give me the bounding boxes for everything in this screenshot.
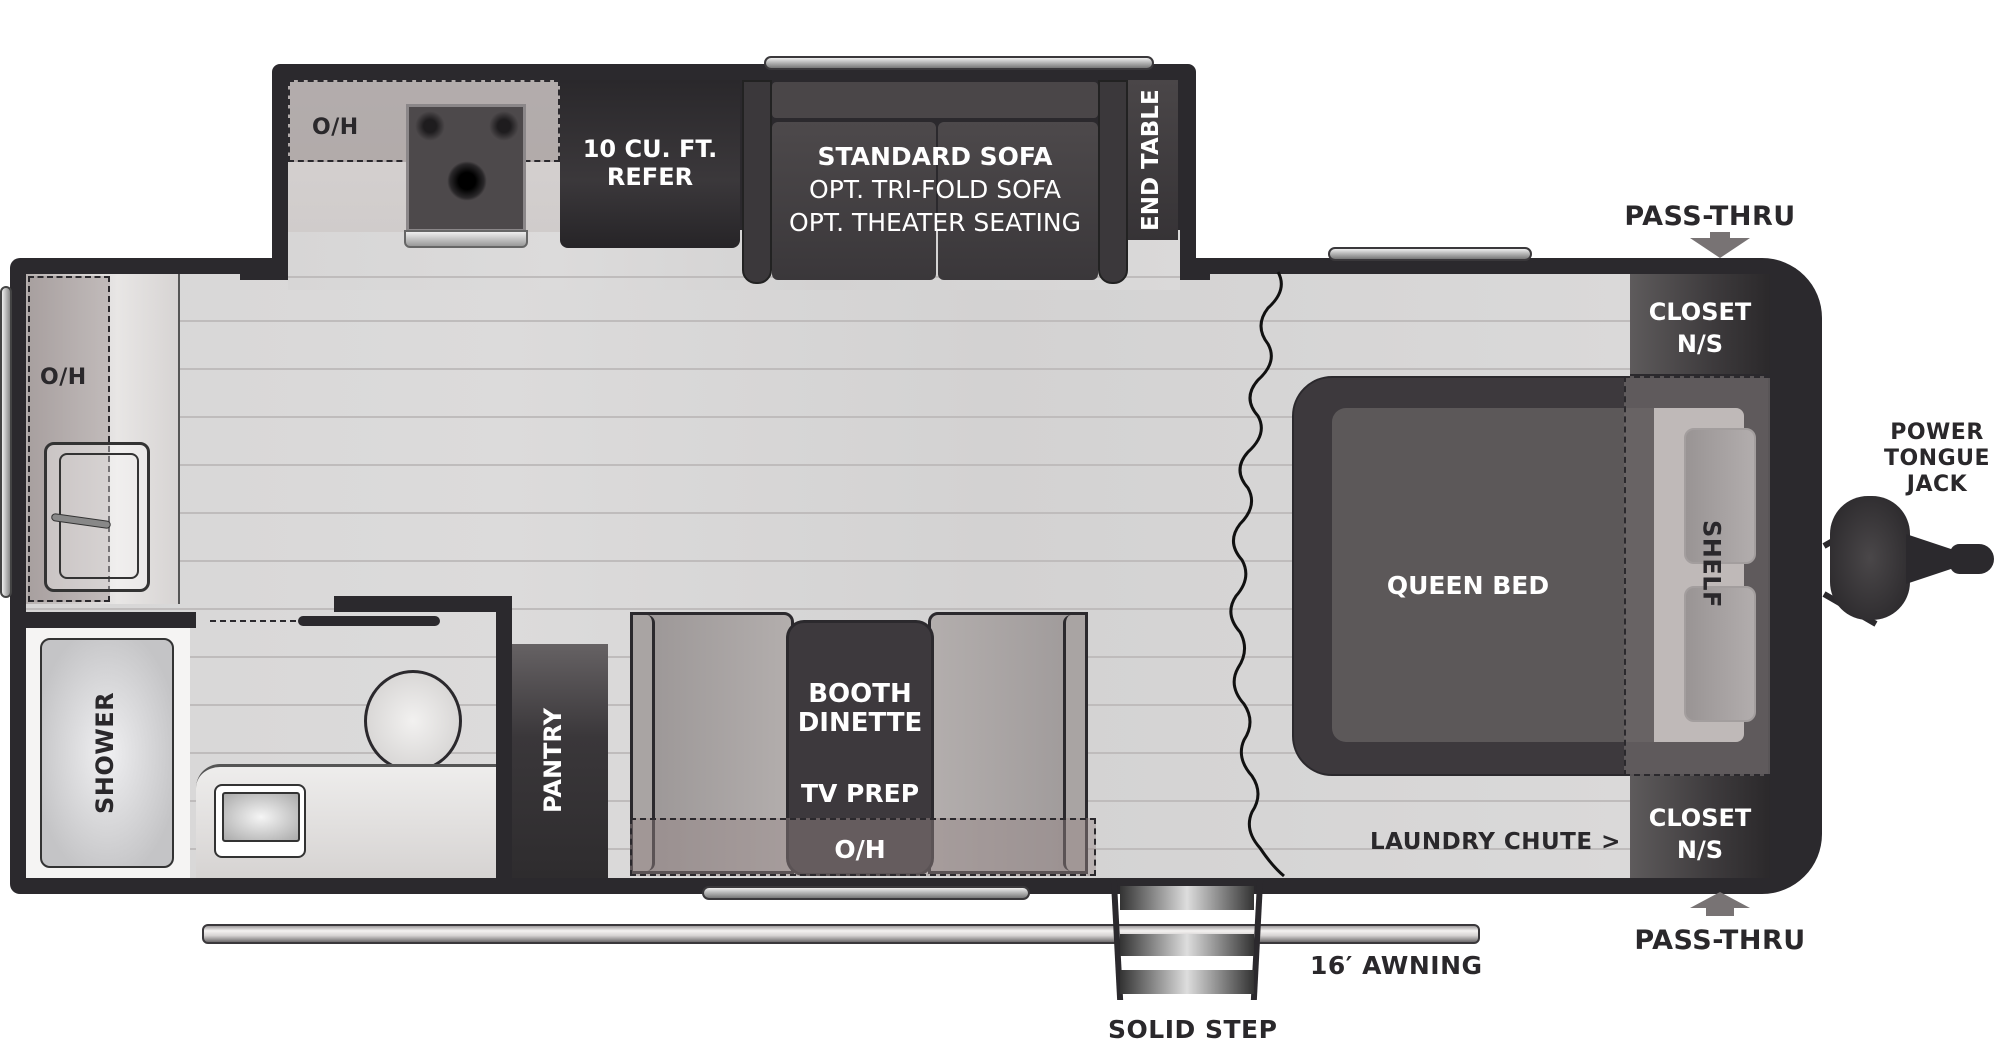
- dinette-overhead-label: O/H: [834, 835, 886, 864]
- pantry: [512, 644, 608, 878]
- bathroom-wall-top: [10, 612, 196, 628]
- dinette-overhead-cabinet: [630, 818, 1096, 876]
- pass-thru-top-label: PASS-THRU: [1624, 201, 1796, 232]
- queen-bed-mattress: [1332, 408, 1668, 742]
- shower-label: SHOWER: [91, 691, 119, 815]
- end-table: [1128, 80, 1178, 240]
- bedroom-divider-curtain: [1229, 271, 1285, 878]
- bathroom-sink-icon: [214, 784, 306, 858]
- power-tongue-jack-icon: [1830, 496, 1910, 620]
- bathroom-door: [298, 616, 440, 626]
- pass-thru-bottom-label: PASS-THRU: [1634, 925, 1806, 956]
- stove-burner-icon: [447, 161, 487, 201]
- sofa-arm-left: [742, 80, 772, 284]
- pillow-top: [1684, 428, 1756, 564]
- pass-thru-top-arrow-stem: [1710, 232, 1730, 240]
- bathroom-wall-right: [496, 596, 512, 880]
- rear-window: [0, 286, 12, 598]
- stove-knobs: [404, 230, 528, 248]
- stove: [406, 104, 526, 232]
- sofa-label: STANDARD SOFA OPT. TRI-FOLD SOFA OPT. TH…: [789, 142, 1081, 237]
- shower: [26, 628, 190, 878]
- closet-bottom: [1630, 776, 1770, 878]
- solid-step: [1110, 880, 1264, 1002]
- pass-thru-bottom-arrow-stem: [1706, 906, 1734, 916]
- hitch-ball-icon: [1950, 544, 1994, 574]
- stove-burner-icon: [489, 111, 519, 141]
- bathroom-door-swing: [210, 620, 296, 622]
- slide-notch-right: [1180, 258, 1210, 280]
- kitchen-overhead-label: O/H: [312, 115, 359, 140]
- sofa-cushion-left: [772, 122, 936, 280]
- slide-top-rail: [764, 56, 1154, 70]
- rear-overhead-label: O/H: [40, 365, 87, 390]
- laundry-chute-label: LAUNDRY CHUTE >: [1370, 829, 1621, 855]
- awning-bar: [202, 924, 1480, 944]
- pass-thru-top-arrow-icon: [1690, 238, 1750, 258]
- dinette-table: [786, 620, 934, 876]
- sofa: [742, 80, 1128, 284]
- end-table-label: END TABLE: [1138, 89, 1164, 231]
- refrigerator: [560, 80, 740, 248]
- awning-label: 16′ AWNING: [1310, 951, 1483, 980]
- closet-top-label: CLOSET N/S: [1648, 298, 1752, 358]
- dinette-bench-left: [630, 612, 794, 874]
- top-window-rail: [1328, 247, 1532, 261]
- sofa-back: [772, 82, 1098, 118]
- rear-overhead-cabinet: [28, 276, 110, 602]
- queen-bed-label: QUEEN BED: [1386, 571, 1550, 600]
- pantry-label: PANTRY: [539, 708, 568, 814]
- shelf-label: SHELF: [1697, 520, 1726, 608]
- rear-counter: [26, 274, 180, 604]
- sofa-cushion-right: [938, 122, 1098, 280]
- solid-step-label: SOLID STEP: [1108, 1015, 1278, 1044]
- tv-prep-label: TV PREP: [800, 779, 920, 808]
- kitchen-sink-icon: [44, 442, 150, 592]
- refrigerator-label: 10 CU. FT. REFER: [582, 135, 718, 191]
- toilet-icon: [364, 670, 462, 772]
- pillow-bottom: [1684, 586, 1756, 722]
- sofa-arm-right: [1098, 80, 1128, 284]
- bathroom-wall-top-right: [334, 596, 510, 612]
- closet-top: [1630, 274, 1770, 374]
- closet-bottom-label: CLOSET N/S: [1648, 804, 1752, 864]
- door-threshold-rail: [702, 886, 1030, 900]
- dinette-label: BOOTH DINETTE: [797, 679, 923, 738]
- stove-burner-icon: [415, 111, 445, 141]
- slide-notch-left: [240, 258, 288, 280]
- pass-thru-bottom-arrow-icon: [1690, 892, 1750, 908]
- power-tongue-jack-label: POWER TONGUE JACK: [1883, 420, 1991, 497]
- dinette-bench-right: [928, 612, 1088, 874]
